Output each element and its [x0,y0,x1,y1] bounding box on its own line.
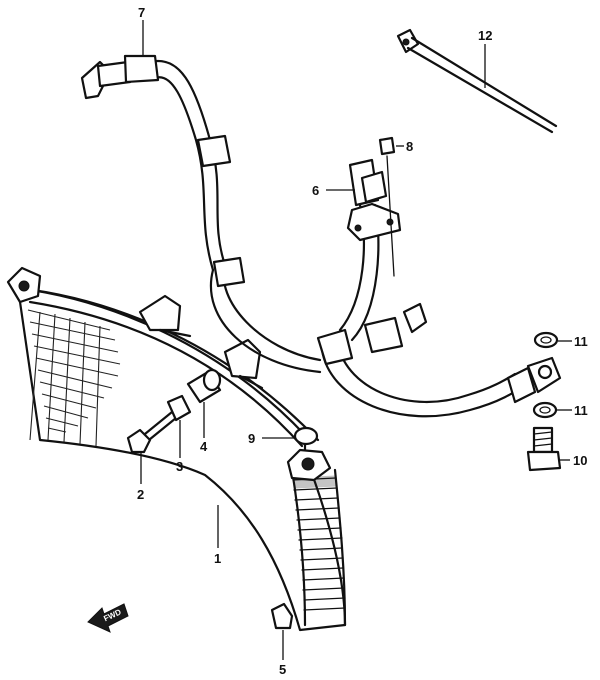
cooler-fins-left [27,309,121,447]
callout-3: 3 [176,459,183,474]
callout-5: 5 [279,662,286,677]
cooler-fitting-right [286,448,332,482]
callout-10: 10 [573,453,587,468]
callout-9: 9 [248,431,255,446]
oil-hose-upper [80,54,322,374]
nut-part-5 [270,602,294,630]
callout-7: 7 [138,5,145,20]
cooler-bracket-tabs [138,294,264,390]
bushing-part-4 [186,368,222,404]
callout-2: 2 [137,487,144,502]
callout-4: 4 [200,439,208,454]
cooler-mount-lug-left [6,266,42,304]
bolt-part-8 [378,136,396,277]
clamp-strap-part-12 [396,28,558,134]
bolt-part-2 [126,410,178,454]
callout-1: 1 [214,551,221,566]
spacer-part-3 [166,394,192,422]
leader-lines [140,20,572,660]
callout-12: 12 [478,28,492,43]
oil-cooler-core [6,266,347,632]
washer-part-11-lower [532,401,558,419]
callout-labels: 1 2 3 4 5 6 7 8 9 10 11 11 12 [137,5,588,677]
oil-hose-lower [316,158,562,418]
washer-part-11-upper [533,331,559,349]
callout-6: 6 [312,183,319,198]
callout-11-lower: 11 [574,403,588,418]
callout-8: 8 [406,139,413,154]
callout-11-upper: 11 [574,334,588,349]
forward-arrow-icon: FWD [87,603,129,633]
oring-part-9 [293,426,319,446]
bolt-part-10 [526,426,562,472]
